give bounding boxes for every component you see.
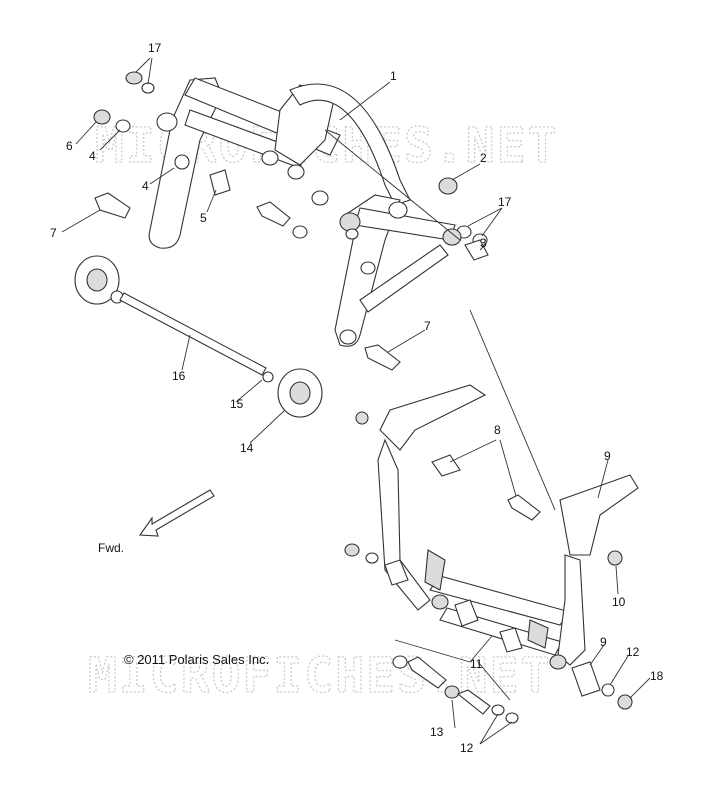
nut-18 xyxy=(617,694,633,710)
callout-11: 11 xyxy=(470,657,483,671)
callout-5: 5 xyxy=(200,211,207,225)
idler-axle-16 xyxy=(119,292,267,376)
bushing-right xyxy=(388,201,408,219)
callout-17a: 17 xyxy=(148,41,162,55)
callout-17b: 17 xyxy=(498,195,512,209)
idler-wheel-assembly xyxy=(74,255,323,418)
center-bracket xyxy=(274,84,336,166)
callout-12a: 12 xyxy=(626,645,640,659)
nut-6 xyxy=(93,109,111,125)
front-hardware xyxy=(344,411,633,724)
callout-7a: 7 xyxy=(50,226,57,240)
bolt-lower-left xyxy=(407,656,447,689)
washer-right xyxy=(345,228,359,240)
callout-10: 10 xyxy=(612,595,626,609)
bushing-left-lower xyxy=(431,594,449,610)
washer-12b-a xyxy=(491,704,505,716)
bearing-lower-right xyxy=(442,228,462,246)
spacer-upper xyxy=(287,164,305,180)
washer-12b-b xyxy=(505,712,519,724)
diagonal-brace xyxy=(359,244,449,313)
callout-9a: 9 xyxy=(604,449,611,463)
washer-center xyxy=(311,190,329,206)
spacer-11b xyxy=(499,627,523,653)
callout-6: 6 xyxy=(66,139,73,153)
spacer-9b xyxy=(571,661,601,697)
pin-8a xyxy=(431,454,461,477)
bolt-13 xyxy=(456,689,491,715)
nut-front xyxy=(355,411,369,425)
spacer-left-lower xyxy=(384,559,409,586)
bolt-7a xyxy=(94,192,131,219)
callout-14: 14 xyxy=(240,441,254,455)
front-arm-assembly xyxy=(377,384,639,666)
bushing-13 xyxy=(444,685,460,699)
callout-7b: 7 xyxy=(424,319,431,333)
washer-lower-left xyxy=(392,655,408,669)
washer-17a xyxy=(141,82,155,94)
callout-16: 16 xyxy=(172,369,186,383)
washer-12a xyxy=(601,683,615,697)
forward-arrow-icon xyxy=(138,489,215,537)
left-mount-plate xyxy=(379,384,487,451)
callout-numbers: 17 1 6 4 4 2 5 7 17 3 7 16 15 14 8 9 10 … xyxy=(50,41,664,755)
callout-12b: 12 xyxy=(460,741,474,755)
nut-left-lower xyxy=(344,543,360,557)
spacer-11a xyxy=(454,599,479,627)
spacer-3 xyxy=(464,239,489,261)
callout-4b: 4 xyxy=(142,179,149,193)
right-cross-tube xyxy=(354,207,456,241)
callout-3: 3 xyxy=(480,236,487,250)
bushing-17a xyxy=(125,71,143,85)
forward-label: Fwd. xyxy=(98,541,124,555)
bolt-8b xyxy=(507,494,541,521)
gusset-right xyxy=(527,619,549,649)
spacer-5 xyxy=(209,169,231,196)
end-cap-right xyxy=(339,329,357,345)
bearing-right xyxy=(339,212,361,232)
idler-hub-right xyxy=(289,381,311,405)
bolt-7b xyxy=(364,344,401,371)
bushing-9 xyxy=(549,654,567,670)
idler-hub-left xyxy=(86,268,108,292)
bolt-center xyxy=(256,201,291,227)
gusset-left xyxy=(424,549,446,591)
callout-8: 8 xyxy=(494,423,501,437)
nut-center xyxy=(292,225,308,239)
right-mount-plate xyxy=(559,474,639,556)
washer-4a xyxy=(115,119,131,133)
nut-10 xyxy=(607,550,623,566)
callout-2: 2 xyxy=(480,151,487,165)
callout-4a: 4 xyxy=(89,149,96,163)
callout-18: 18 xyxy=(650,669,664,683)
upper-hardware xyxy=(93,71,489,371)
washer-left-lower xyxy=(365,552,379,564)
washer-15 xyxy=(262,371,274,383)
cap-2 xyxy=(438,177,458,195)
left-frame-tube xyxy=(377,438,431,611)
right-frame-tube xyxy=(557,554,586,666)
leader-lines xyxy=(61,57,651,745)
nut-right xyxy=(360,261,376,275)
callout-9b: 9 xyxy=(600,635,607,649)
bearing-4b xyxy=(174,154,190,170)
bearing-4a xyxy=(156,112,178,132)
callout-15: 15 xyxy=(230,397,244,411)
callout-1: 1 xyxy=(390,69,397,83)
copyright-notice: © 2011 Polaris Sales Inc. xyxy=(124,652,269,667)
bushing-center xyxy=(261,150,279,166)
callout-13: 13 xyxy=(430,725,444,739)
